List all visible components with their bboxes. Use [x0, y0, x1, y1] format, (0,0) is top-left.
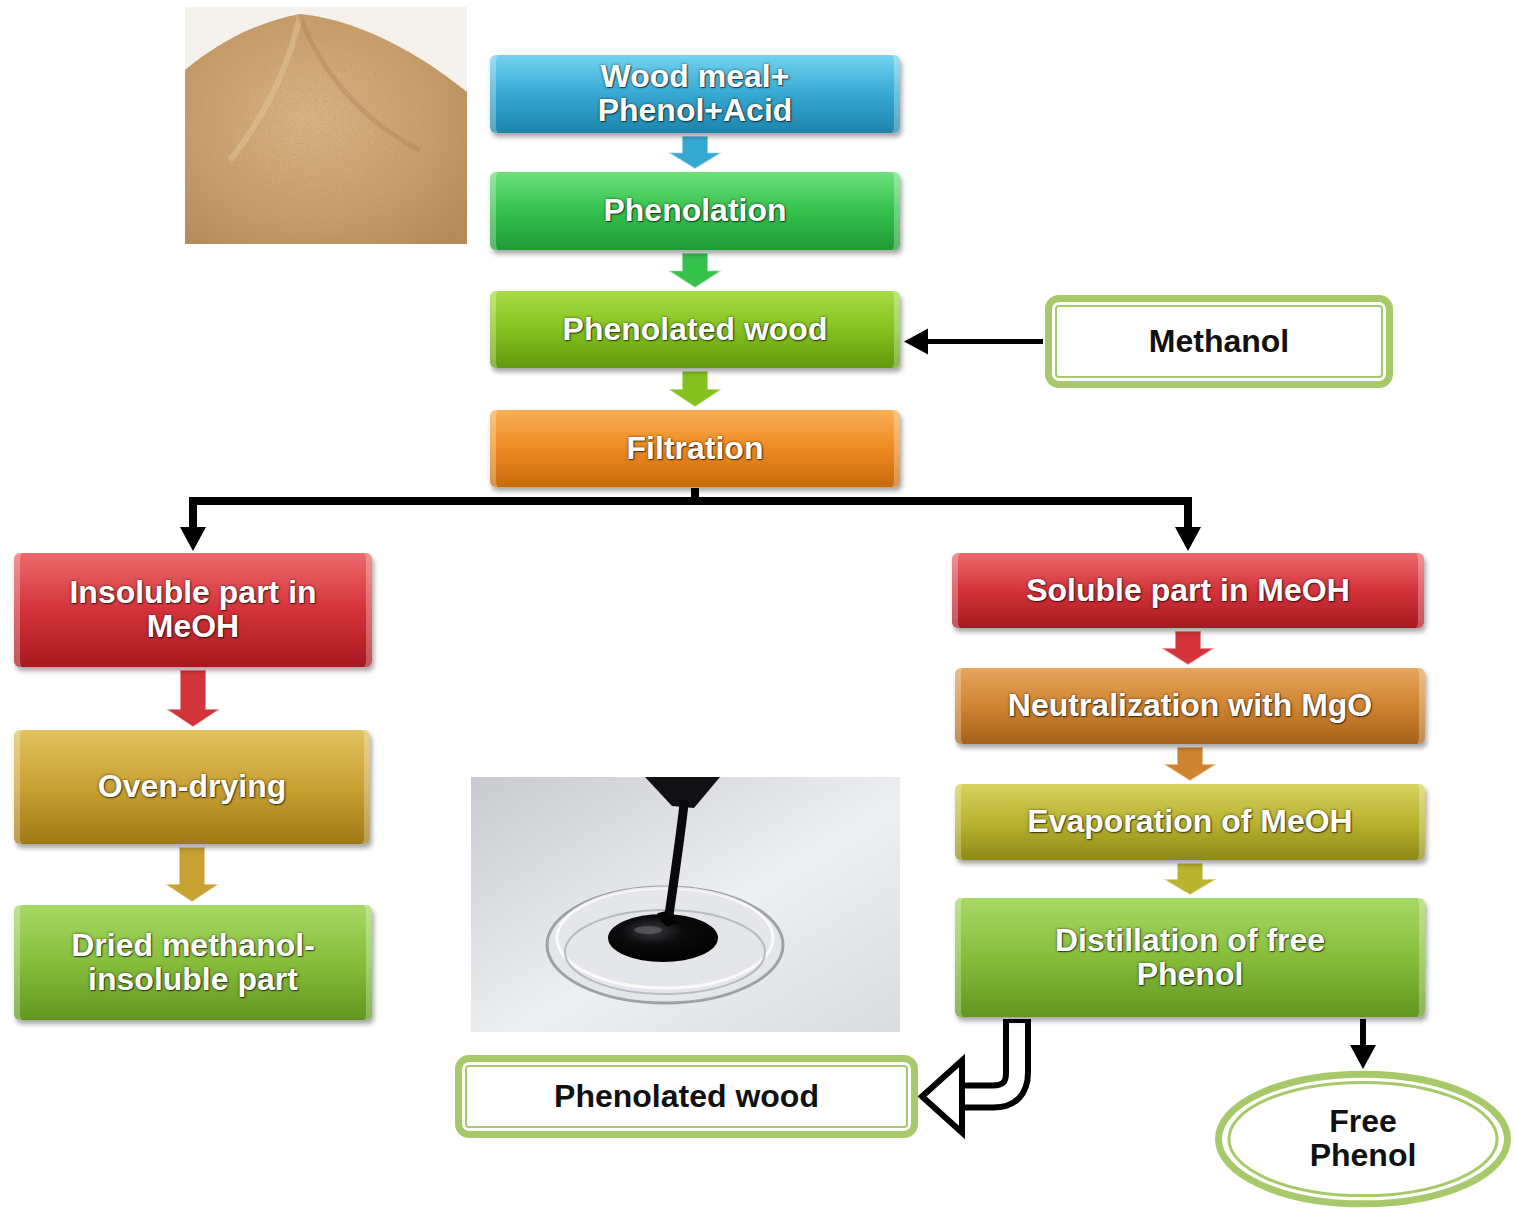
connector — [180, 488, 695, 551]
text-wrap: Filtration — [627, 432, 764, 466]
product-ellipse: Free Phenol — [1214, 1070, 1512, 1208]
hollow-arrowhead — [922, 1061, 962, 1133]
text-wrap: Wood meal+ Phenol+Acid — [545, 60, 845, 127]
connector-line — [1360, 1019, 1366, 1049]
block-arrow — [1163, 863, 1217, 895]
connector — [668, 371, 722, 407]
connector — [166, 670, 220, 727]
text-wrap: Dried methanol-insoluble part — [24, 929, 362, 996]
connector-line — [924, 339, 1043, 344]
connector — [1163, 747, 1217, 781]
text-wrap: Oven-drying — [98, 770, 286, 804]
block-arrow — [668, 136, 722, 169]
text-wrap: Methanol — [1149, 325, 1289, 359]
text-wrap: Phenolated wood — [554, 1080, 819, 1114]
node-label: Phenolated wood — [563, 313, 828, 347]
black-liquid-photo — [471, 777, 900, 1032]
connector-line — [695, 488, 1188, 531]
process-box: Phenolated wood — [490, 291, 900, 368]
block-arrow — [1163, 747, 1217, 781]
connector — [695, 488, 1201, 551]
block-arrow — [668, 253, 722, 288]
text-wrap: Phenolated wood — [563, 313, 828, 347]
text-wrap: Free Phenol — [1283, 1105, 1443, 1172]
input-box: Methanol — [1045, 295, 1393, 388]
arrowhead — [1350, 1045, 1376, 1069]
node-label: Filtration — [627, 432, 764, 466]
process-box: Phenolation — [490, 172, 900, 250]
connector — [1161, 631, 1215, 665]
connector — [922, 1019, 1017, 1133]
text-wrap: Evaporation of MeOH — [1027, 805, 1352, 839]
process-box: Distillation of free Phenol — [955, 898, 1425, 1017]
block-arrow — [166, 670, 220, 727]
node-label: Free Phenol — [1283, 1105, 1443, 1172]
arrowhead — [180, 527, 206, 551]
process-box: Oven-drying — [14, 730, 370, 844]
arrowhead — [904, 329, 928, 355]
fraction-box: Insoluble part in MeOH — [14, 553, 372, 667]
connector — [668, 253, 722, 288]
connector — [165, 847, 219, 902]
block-arrow — [1161, 631, 1215, 665]
node-label: Wood meal+ Phenol+Acid — [545, 60, 845, 127]
node-label: Oven-drying — [98, 770, 286, 804]
node-label: Phenolation — [603, 194, 786, 228]
connector — [668, 136, 722, 169]
text-wrap: Soluble part in MeOH — [1026, 574, 1350, 608]
node-label: Dried methanol-insoluble part — [24, 929, 362, 996]
input-box: Wood meal+ Phenol+Acid — [490, 55, 900, 133]
node-label: Methanol — [1149, 325, 1289, 359]
text-wrap: Neutralization with MgO — [1008, 689, 1372, 723]
node-label: Insoluble part in MeOH — [24, 576, 362, 643]
process-box: Evaporation of MeOH — [955, 784, 1425, 860]
connector — [1350, 1019, 1376, 1069]
node-label: Soluble part in MeOH — [1026, 574, 1350, 608]
text-wrap: Distillation of free Phenol — [1000, 924, 1380, 991]
product-box: Dried methanol-insoluble part — [14, 905, 372, 1020]
node-label: Evaporation of MeOH — [1027, 805, 1352, 839]
node-label: Distillation of free Phenol — [1000, 924, 1380, 991]
text-wrap: Phenolation — [603, 194, 786, 228]
connector-line — [193, 488, 695, 531]
process-box: Neutralization with MgO — [955, 668, 1425, 744]
process-box: Filtration — [490, 410, 900, 487]
node-label: Phenolated wood — [554, 1080, 819, 1114]
arrowhead — [1175, 527, 1201, 551]
block-arrow — [165, 847, 219, 902]
block-arrow — [668, 371, 722, 407]
connector — [904, 329, 1043, 355]
wood-powder-photo — [185, 7, 467, 244]
fraction-box: Soluble part in MeOH — [952, 553, 1424, 628]
connector — [1163, 863, 1217, 895]
text-wrap: Insoluble part in MeOH — [24, 576, 362, 643]
node-label: Neutralization with MgO — [1008, 689, 1372, 723]
product-box: Phenolated wood — [455, 1055, 918, 1138]
